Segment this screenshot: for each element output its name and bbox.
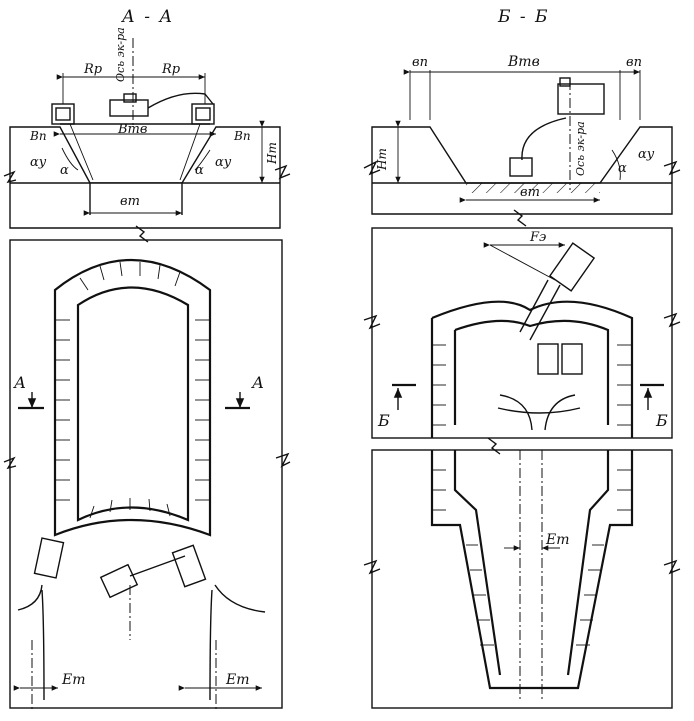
label-ht-right: Нт: [375, 148, 389, 171]
excavator-right-top: [403, 69, 641, 190]
label-alpha-y-b: αу: [638, 147, 655, 162]
label-alpha-b: α: [618, 161, 627, 176]
label-axis-left: Ось эк-ра: [114, 27, 127, 82]
label-et-left: Ет: [61, 672, 86, 688]
label-fe: Fэ: [529, 230, 546, 245]
section-a-a: А - А: [3, 7, 291, 710]
label-rr-right: Rр: [161, 62, 181, 77]
label-bp-right-a: Вп: [233, 129, 251, 143]
label-alpha-right: α: [195, 163, 204, 178]
label-alpha-y-right: αу: [215, 155, 232, 170]
plan-view-right-upper: [363, 227, 681, 455]
section-b-b: Б - Б вп Втв вп Нт Ось э: [363, 7, 681, 709]
ground-cross-section-left: [3, 126, 291, 243]
excavator-left-top: [51, 92, 215, 181]
label-axis-right: Ось эк-ра: [574, 121, 587, 176]
label-btv-right: Втв: [507, 54, 540, 70]
dimensions-left: [53, 38, 265, 183]
label-cut-b-left: Б: [377, 411, 390, 430]
label-rr-left: Rр: [83, 62, 103, 77]
label-bt-left: вт: [120, 194, 140, 209]
label-bt-right: вт: [520, 185, 540, 200]
section-title-a-a: А - А: [121, 7, 174, 27]
section-title-b-b: Б - Б: [497, 7, 550, 27]
label-et-right: Ет: [545, 532, 570, 548]
label-bp-left-b: вп: [412, 55, 428, 70]
label-cut-a-left: А: [13, 373, 26, 392]
label-bp-right-b: вп: [626, 55, 642, 70]
label-cut-a-right: А: [251, 373, 264, 392]
label-cut-b-right: Б: [655, 411, 668, 430]
plan-view-left: [3, 239, 291, 710]
label-ht-left: Нт: [265, 142, 279, 165]
label-alpha-left: α: [60, 163, 69, 178]
label-et-right: Ет: [225, 672, 250, 688]
label-bp-left-a: Вп: [29, 129, 47, 143]
plan-view-right-lower: [363, 449, 681, 709]
ground-cross-section-right: [363, 120, 681, 227]
label-alpha-y-left: αу: [30, 155, 47, 170]
label-btv-left: Втв: [117, 122, 147, 137]
